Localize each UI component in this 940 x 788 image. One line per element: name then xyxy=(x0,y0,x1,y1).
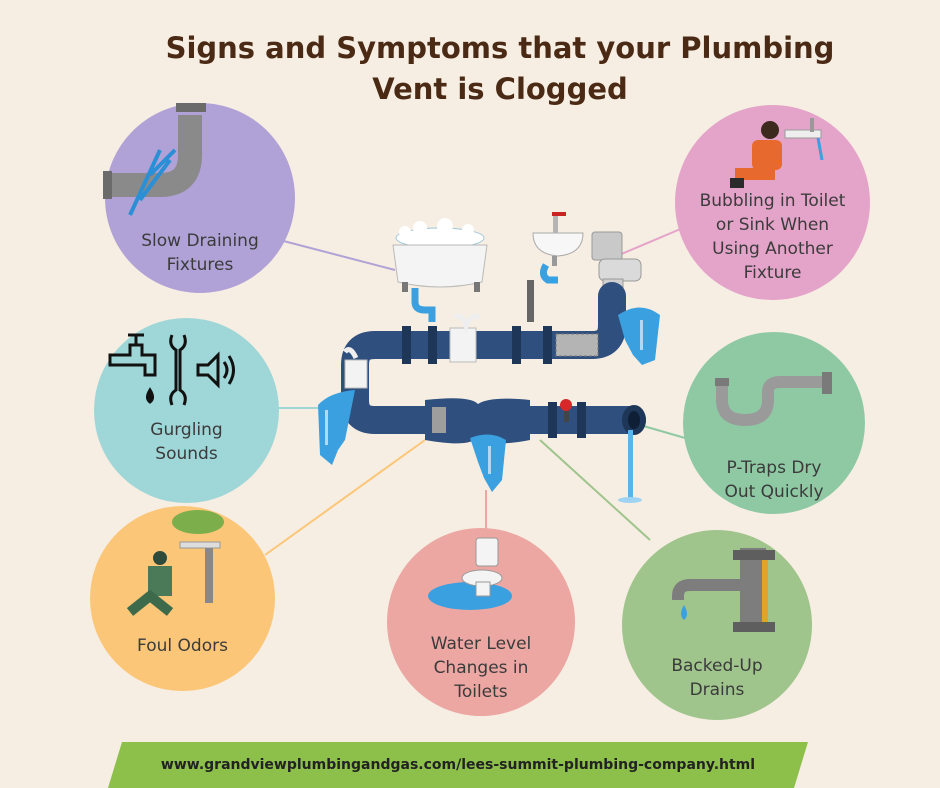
plumber-at-sink-icon xyxy=(730,118,824,188)
footer-banner xyxy=(108,742,808,788)
p-trap-icon xyxy=(715,372,832,427)
overflowing-toilet-icon xyxy=(428,537,512,610)
burst-pipe-icon xyxy=(103,103,206,216)
title-line-1: Signs and Symptoms that your Plumbing xyxy=(165,31,835,65)
faucet-wrench-sound-icon xyxy=(108,333,235,406)
connector-slow-draining xyxy=(271,237,396,271)
title-line-2: Vent is Clogged xyxy=(372,72,628,106)
pipe-clamp xyxy=(555,333,599,357)
sign-circle-gurgling xyxy=(94,318,279,503)
valve-icon xyxy=(560,399,572,422)
footer-url-link[interactable]: www.grandviewplumbingandgas.com/lees-sum… xyxy=(160,757,756,773)
connector-foul-odors xyxy=(264,439,426,556)
sign-circle-p-traps xyxy=(683,332,865,514)
bathtub-icon xyxy=(392,218,488,292)
sign-circle-backed-up xyxy=(622,530,812,720)
connector-backed-up xyxy=(539,439,651,541)
pipe-patch xyxy=(432,407,446,433)
plumber-with-plant-icon xyxy=(126,510,224,616)
sign-circle-foul-odors xyxy=(90,506,275,691)
page-title: Signs and Symptoms that your Plumbing Ve… xyxy=(150,28,850,110)
sign-label-foul-odors: Foul Odors xyxy=(137,636,228,656)
dripping-faucet-icon xyxy=(672,548,775,632)
sink-icon xyxy=(532,212,584,266)
pipe-junction xyxy=(425,398,530,444)
bandage-icon xyxy=(342,313,482,389)
connector-bubbling xyxy=(611,224,691,259)
pipe-joints xyxy=(402,326,586,438)
